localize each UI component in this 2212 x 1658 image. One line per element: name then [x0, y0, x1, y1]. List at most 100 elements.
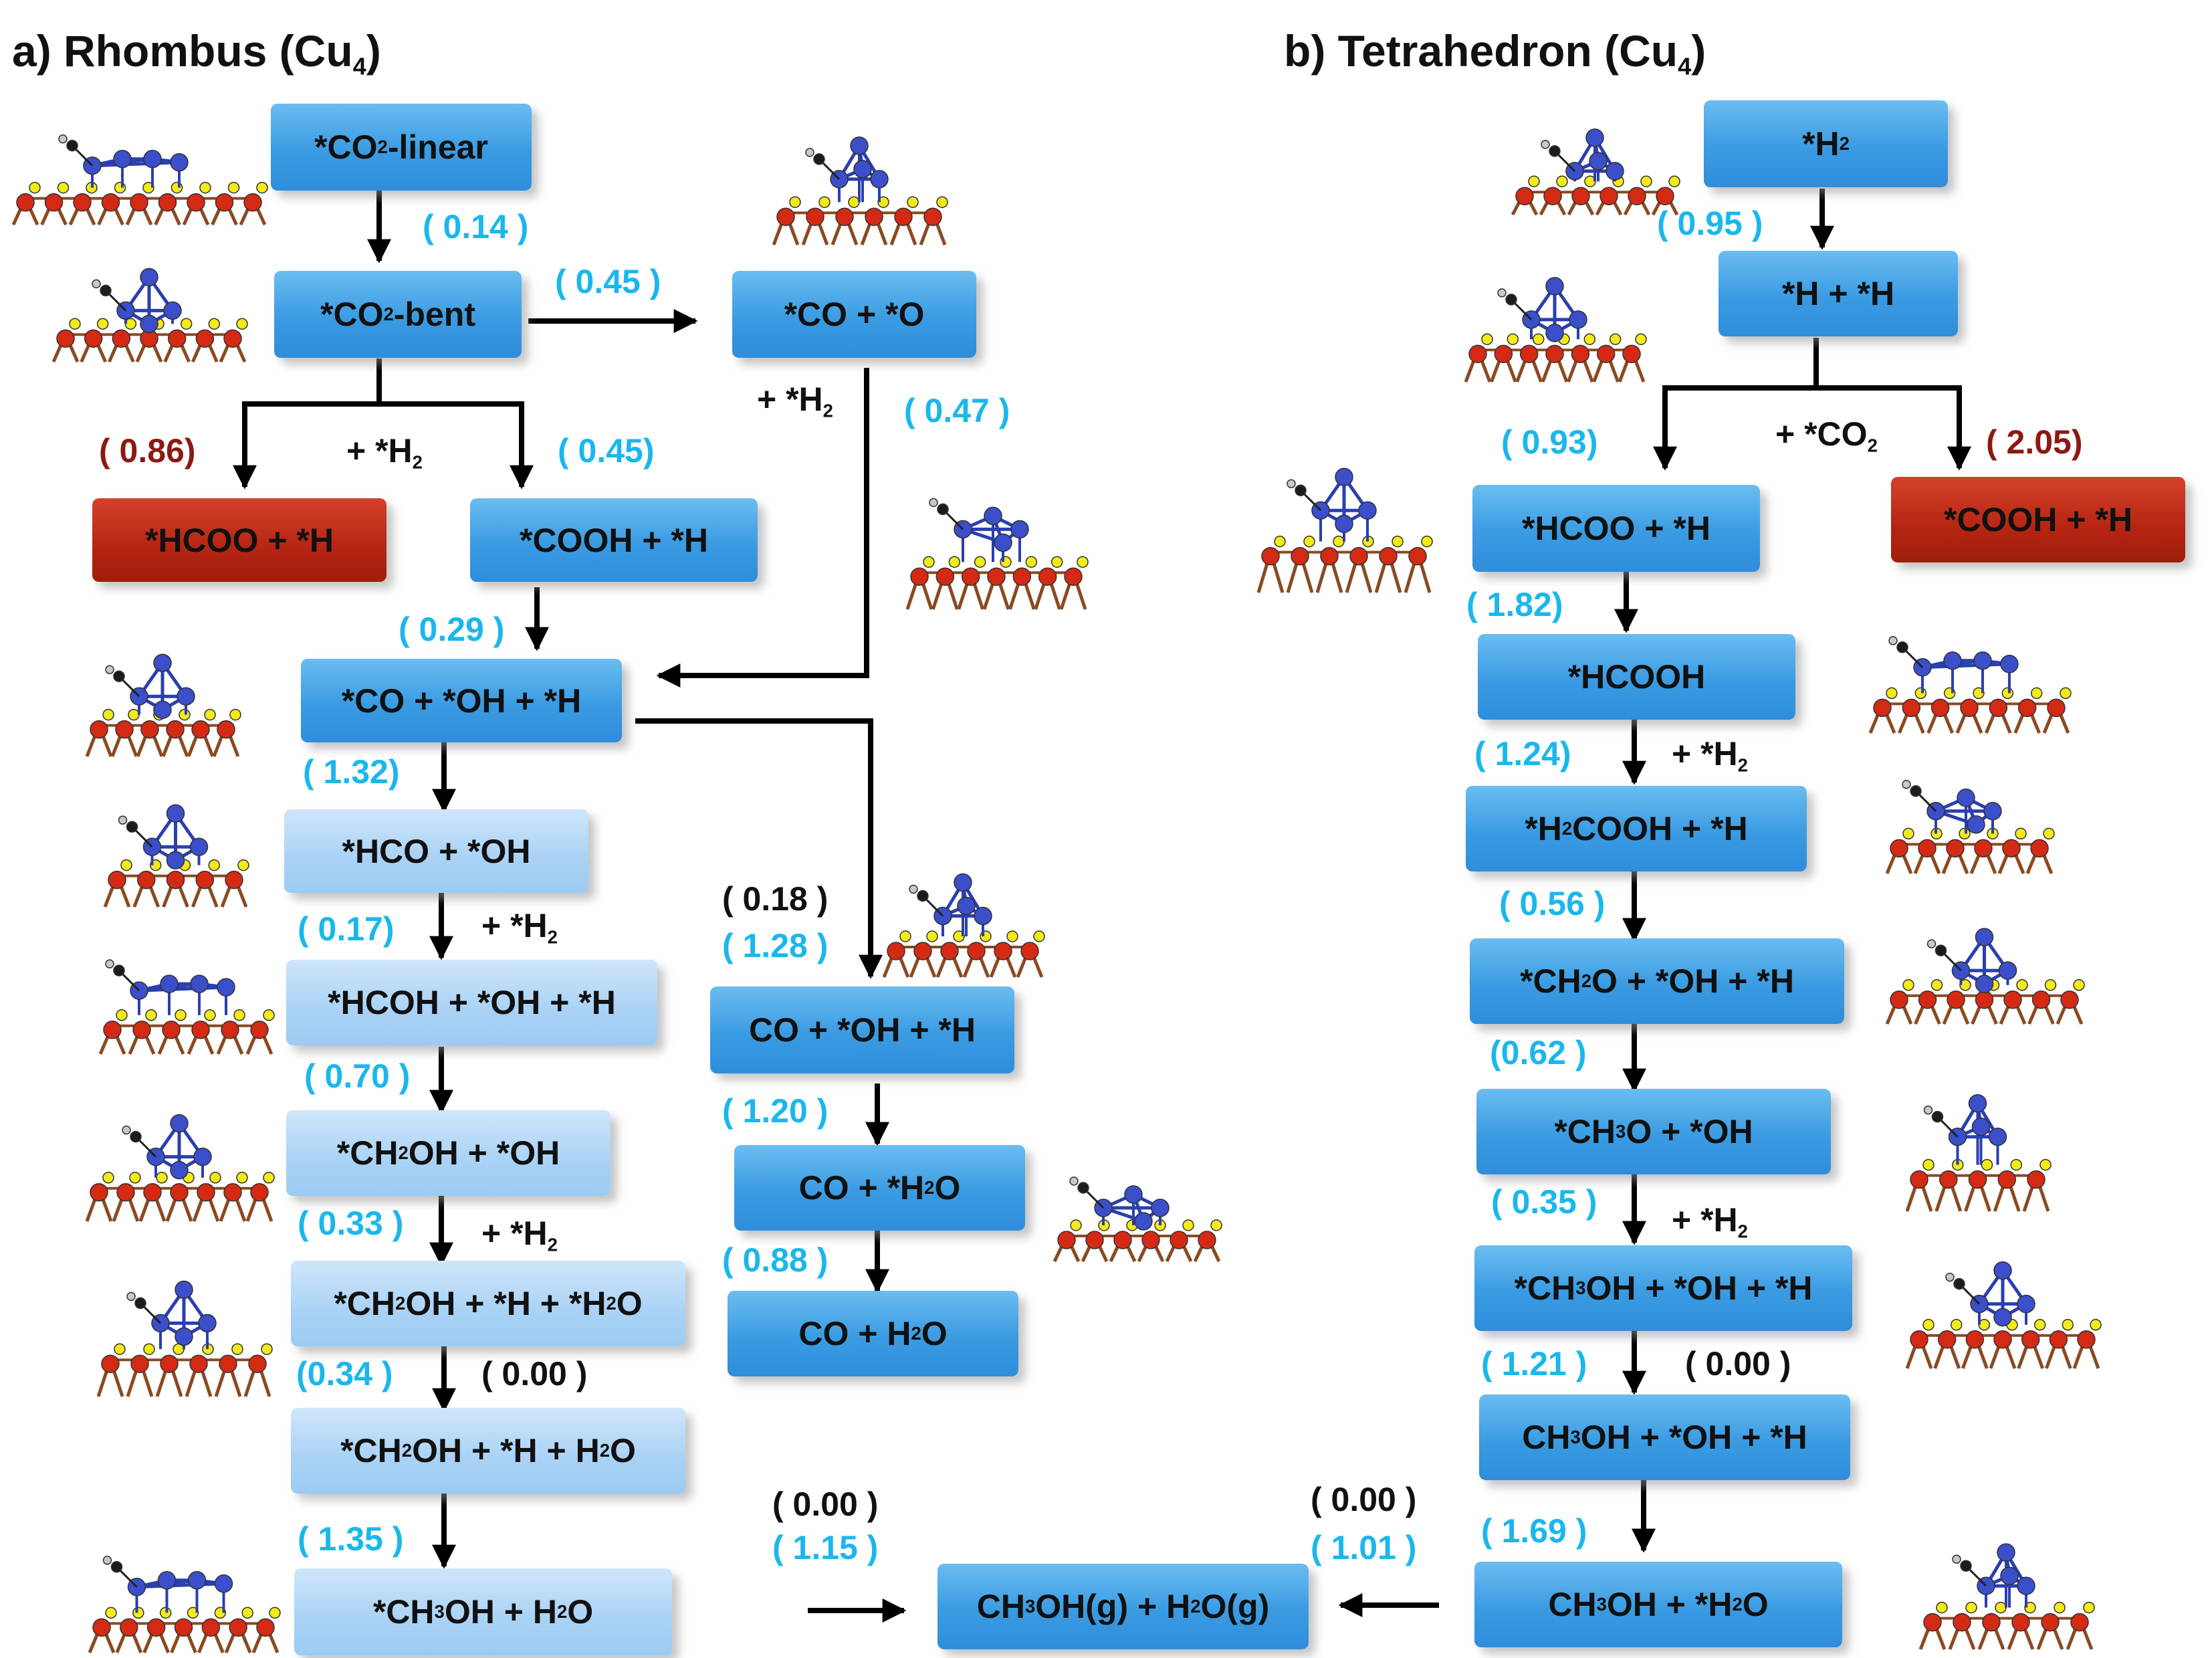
- copper-atom: [1975, 928, 1994, 946]
- sulfur-atom: [241, 1607, 253, 1619]
- sulfur-atom: [128, 708, 140, 721]
- oxygen-atom: [2047, 698, 2066, 718]
- copper-atom: [217, 978, 235, 997]
- sulfur-atom: [789, 196, 801, 208]
- energy-label: (0.62 ): [1490, 1034, 1587, 1071]
- sulfur-atom: [1922, 1158, 1934, 1171]
- copper-atom: [1971, 1117, 1991, 1136]
- oxygen-atom: [987, 567, 1006, 586]
- sulfur-atom: [1532, 333, 1545, 345]
- sulfur-atom: [1033, 930, 1045, 942]
- copper-atom: [974, 906, 992, 926]
- panel-b-title: b) Tetrahedron (Cu4): [1284, 26, 1706, 80]
- sulfur-atom: [2054, 1601, 2066, 1614]
- oxygen-atom: [1468, 344, 1487, 363]
- reactant-h2-label: + *H2: [481, 907, 558, 948]
- copper-atom: [1943, 651, 1962, 670]
- sulfur-atom: [1077, 556, 1089, 568]
- oxygen-atom: [229, 1618, 247, 1637]
- copper-atom: [1545, 324, 1564, 342]
- sulfur-atom: [199, 181, 211, 194]
- molecule-thumbnail: [1053, 1176, 1222, 1263]
- oxygen-atom: [130, 193, 148, 212]
- hydrogen-atom: [1945, 1272, 1955, 1282]
- sulfur-atom: [1333, 535, 1345, 548]
- copper-atom: [140, 268, 158, 287]
- sulfur-atom: [69, 318, 81, 330]
- oxygen-atom: [961, 567, 980, 586]
- copper-atom: [1010, 520, 1029, 539]
- oxygen-atom: [940, 942, 959, 960]
- oxygen-atom: [256, 1618, 275, 1637]
- sulfur-atom: [171, 181, 183, 194]
- oxygen-atom: [73, 193, 92, 212]
- hydrogen-atom: [1069, 1176, 1079, 1186]
- oxygen-atom: [1890, 839, 1908, 858]
- oxygen-atom: [223, 329, 242, 348]
- sulfur-atom: [1930, 979, 1943, 991]
- hydrogen-atom: [105, 665, 114, 674]
- molecule-thumbnail: [1905, 1261, 2102, 1369]
- sulfur-atom: [1635, 333, 1647, 345]
- molecule-thumbnail: [96, 1280, 273, 1397]
- energy-label: ( 0.00 ): [481, 1355, 588, 1392]
- sulfur-atom: [1965, 1601, 1977, 1614]
- oxygen-atom: [1494, 344, 1513, 363]
- copper-atom: [163, 301, 182, 320]
- sulfur-atom: [1507, 333, 1519, 345]
- hydrogen-atom: [1497, 288, 1507, 298]
- copper-atom: [1358, 501, 1377, 520]
- reactant-h2-label: + *H2: [1672, 1201, 1748, 1242]
- oxygen-atom: [2031, 991, 2051, 1009]
- oxygen-atom: [92, 1618, 111, 1637]
- oxygen-atom: [101, 1354, 120, 1373]
- copper-atom: [1335, 468, 1353, 486]
- oxygen-atom: [1038, 567, 1057, 586]
- box-cooh-h-b: *COOH + *H: [1891, 477, 2185, 562]
- energy-label: ( 0.00 ): [1311, 1481, 1417, 1518]
- copper-atom: [187, 1571, 207, 1590]
- molecule-thumbnail: [882, 873, 1045, 978]
- sulfur-atom: [1914, 687, 1927, 700]
- oxygen-atom: [1012, 567, 1032, 586]
- oxygen-atom: [1543, 187, 1562, 205]
- copper-atom: [1975, 974, 1994, 993]
- sulfur-atom: [204, 708, 216, 721]
- oxygen-atom: [2003, 991, 2022, 1009]
- sulfur-atom: [1902, 979, 1914, 991]
- energy-label: ( 1.24): [1474, 735, 1571, 772]
- copper-atom: [153, 700, 172, 719]
- sulfur-atom: [231, 1343, 243, 1355]
- sulfur-atom: [1025, 556, 1038, 568]
- copper-atom: [870, 170, 889, 189]
- copper-atom: [2000, 655, 2019, 673]
- carbon-atom: [1077, 1182, 1089, 1194]
- sulfur-atom: [237, 859, 249, 871]
- energy-label: ( 0.35 ): [1491, 1183, 1597, 1221]
- oxygen-atom: [1890, 991, 1908, 1009]
- copper-atom: [1589, 152, 1608, 171]
- molecule-thumbnail: [1885, 780, 2055, 874]
- sulfur-atom: [145, 1009, 157, 1021]
- oxygen-atom: [158, 193, 177, 212]
- copper-atom: [193, 1147, 212, 1166]
- sulfur-atom: [1556, 175, 1568, 187]
- oxygen-atom: [215, 193, 234, 212]
- reactant-h2-label: + *H2: [346, 432, 423, 473]
- copper-atom: [153, 653, 172, 672]
- copper-atom: [1134, 1212, 1153, 1231]
- sulfur-atom: [1421, 535, 1433, 548]
- sulfur-atom: [948, 556, 961, 568]
- oxygen-atom: [2011, 1613, 2030, 1632]
- oxygen-atom: [776, 207, 795, 226]
- copper-atom: [1569, 310, 1587, 329]
- sulfur-atom: [269, 1607, 281, 1619]
- oxygen-atom: [1960, 698, 1979, 718]
- copper-atom: [1998, 961, 2017, 980]
- energy-label: (0.34 ): [296, 1355, 393, 1392]
- sulfur-atom: [1640, 175, 1652, 187]
